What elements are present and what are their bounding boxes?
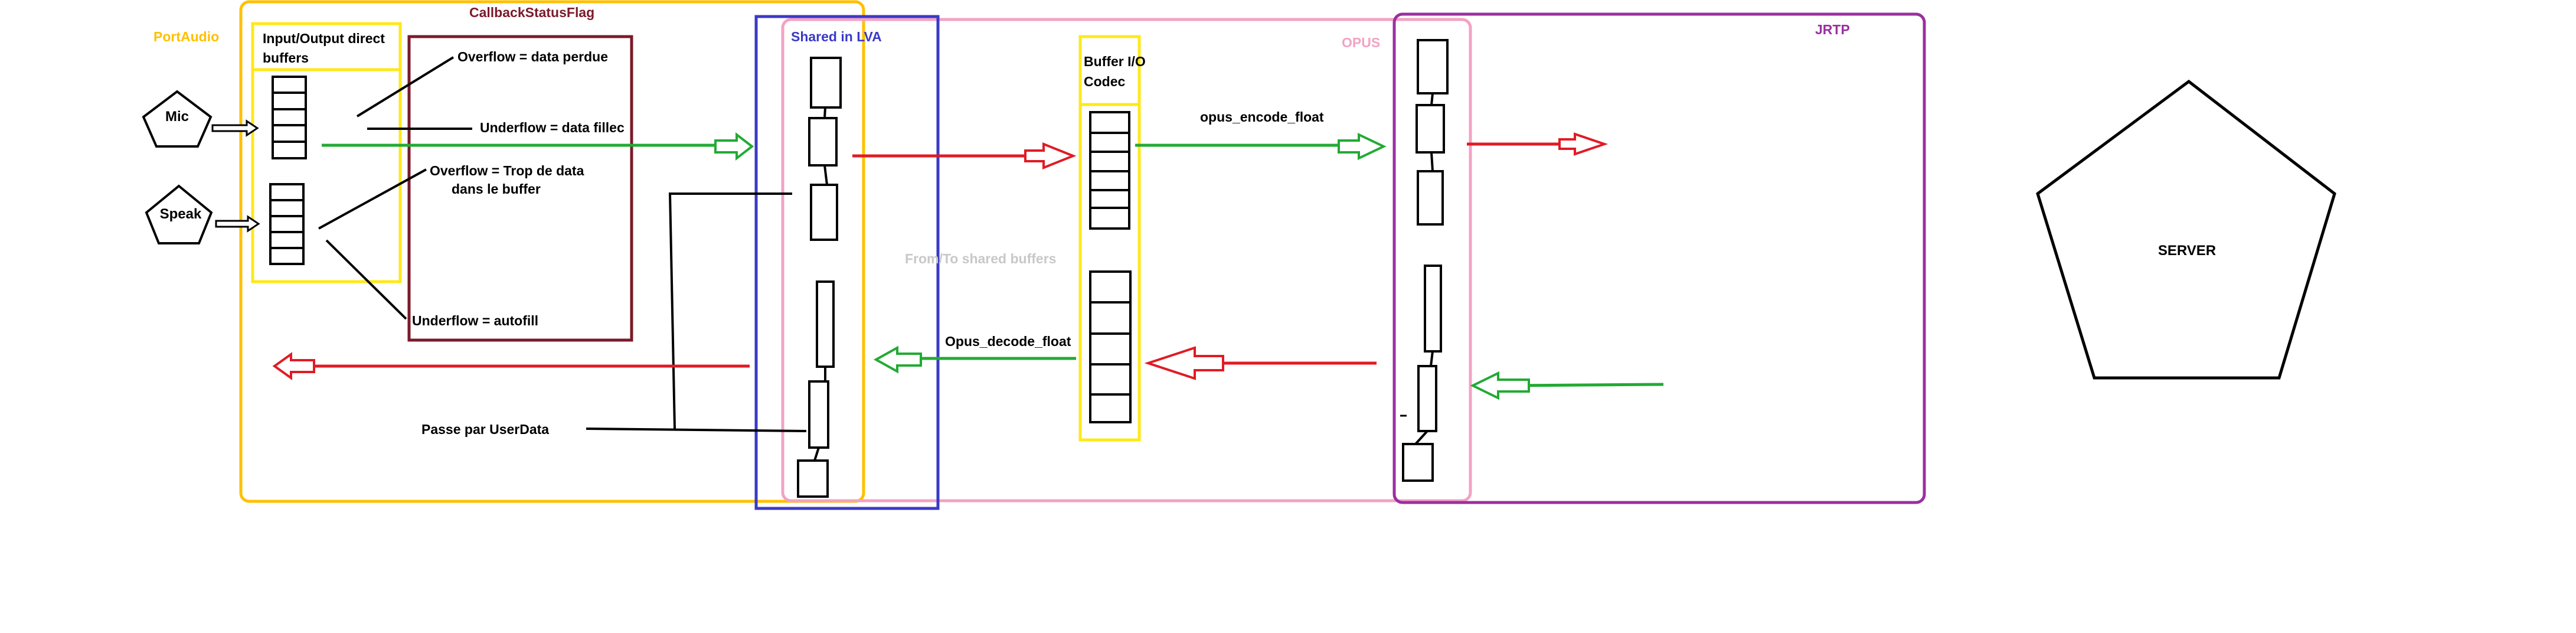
codec-encode-buffer-stack <box>1089 111 1130 230</box>
io-buffers-title-line1: Input/Output direct <box>263 31 385 46</box>
jrtp-to-server-flow-red <box>1467 132 1609 156</box>
server-return-flow-green <box>1470 371 1664 400</box>
passe-par-userdata-note: Passe par UserData <box>421 422 549 437</box>
callback-annotation-lines <box>318 56 472 320</box>
callback-status-title: CallbackStatusFlag <box>469 5 594 20</box>
shared-to-codec-flow-red <box>852 142 1077 169</box>
jrtp-region <box>1392 12 1926 504</box>
mic-to-buffer-arrow <box>211 119 259 137</box>
shared-lva-title: Shared in LVA <box>791 29 882 44</box>
codec-buffer-title-line2: Codec <box>1084 74 1126 89</box>
callback-status-region <box>407 35 633 342</box>
jrtp-to-codec-flow-red <box>1144 346 1377 380</box>
io-direct-buffers-region <box>251 22 402 283</box>
jrtp-title: JRTP <box>1815 22 1850 37</box>
underflow-data-filled-note: Underflow = data fillec <box>480 120 625 135</box>
server-label: SERVER <box>2158 243 2216 259</box>
portaudio-region <box>239 0 865 503</box>
decode-flow-green <box>873 345 1076 374</box>
from-to-shared-buffers-label: From/To shared buffers <box>905 251 1056 266</box>
mic-label: Mic <box>165 109 189 125</box>
playback-flow-red <box>272 352 750 380</box>
input-direct-buffer-stack <box>272 76 307 159</box>
jrtp-buffer-chain <box>1402 39 1449 482</box>
opus-decode-label: Opus_decode_float <box>945 334 1071 349</box>
shared-lva-buffer-chain <box>797 57 842 498</box>
io-buffers-title-line2: buffers <box>263 50 309 66</box>
opus-title: OPUS <box>1342 35 1380 50</box>
underflow-autofill-note: Underflow = autofill <box>412 313 538 328</box>
output-direct-buffer-stack <box>269 183 305 265</box>
codec-buffer-region <box>1078 35 1141 442</box>
overflow-trop-de-data-note-line2: dans le buffer <box>452 181 541 197</box>
mic-node: Mic <box>142 90 213 148</box>
speak-node: Speak <box>145 184 213 244</box>
userdata-connector <box>586 192 807 432</box>
opus-region <box>781 18 1472 503</box>
server-node: SERVER <box>2036 79 2336 380</box>
codec-decode-buffer-stack <box>1089 270 1132 423</box>
codec-buffer-title-line1: Buffer I/O <box>1084 54 1146 69</box>
shared-lva-region <box>754 15 940 510</box>
speak-label: Speak <box>160 206 202 222</box>
overflow-data-perdue-note: Overflow = data perdue <box>457 49 608 64</box>
capture-flow-green <box>322 132 1387 161</box>
overflow-trop-de-data-note-line1: Overflow = Trop de data <box>430 163 584 178</box>
speak-to-buffer-arrow <box>215 215 260 233</box>
portaudio-title: PortAudio <box>153 29 219 44</box>
opus-encode-label: opus_encode_float <box>1200 109 1324 125</box>
